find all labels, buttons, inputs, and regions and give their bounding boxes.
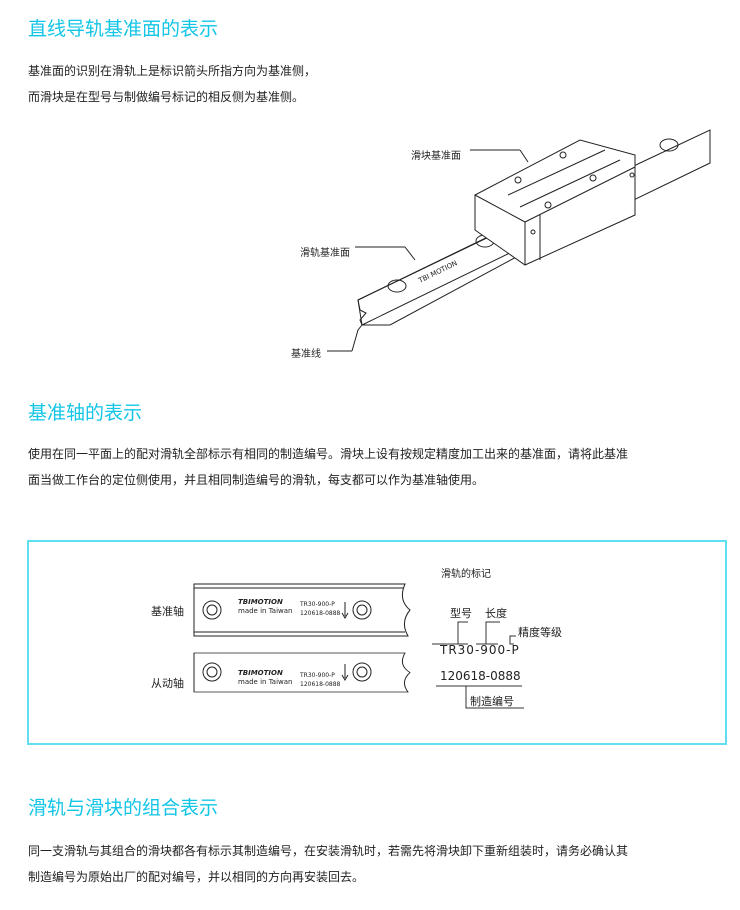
rail-top-views — [193, 583, 411, 693]
rail-code: TR30-900-P 120618-0888 — [300, 671, 340, 689]
linear-guide-illustration: TBI MOTION — [327, 129, 711, 352]
reference-line-label: 基准线 — [291, 349, 321, 360]
legend-leader-lines — [432, 621, 524, 709]
model-label: 型号 — [450, 607, 472, 620]
reference-rail — [193, 583, 411, 637]
text-line: 制造编号为原始出厂的配对编号，并以相同的方向再安装回去。 — [28, 870, 365, 884]
paragraph: 使用在同一平面上的配对滑轨全部标示有相同的制造编号。滑块上设有按规定精度加工出来… — [28, 441, 718, 493]
origin-text: made in Taiwan — [238, 607, 293, 615]
serial-text: 120618-0888 — [300, 681, 341, 688]
brand-text: TBIMOTION — [238, 598, 283, 606]
reference-axis-label: 基准轴 — [151, 605, 184, 618]
grade-label: 精度等级 — [518, 626, 562, 639]
origin-text: made in Taiwan — [238, 678, 293, 686]
rail-reference-label: 滑轨基准面 — [300, 248, 350, 259]
rail-marking: TBIMOTION made in Taiwan — [238, 598, 293, 616]
text-line: 而滑块是在型号与制做编号标记的相反侧为基准侧。 — [28, 90, 305, 104]
section-title-reference-surface: 直线导轨基准面的表示 — [28, 18, 219, 40]
paragraph: 基准面的识别在滑轨上是标识箭头所指方向为基准侧， 而滑块是在型号与制做编号标记的… — [28, 58, 718, 110]
model-code: TR30-900-P — [440, 643, 520, 657]
section-title-combination: 滑轨与滑块的组合表示 — [28, 797, 219, 819]
paragraph: 同一支滑轨与其组合的滑块都各有标示其制造编号，在安装滑轨时，若需先将滑块卸下重新… — [28, 838, 718, 890]
block-reference-label: 滑块基准面 — [411, 151, 461, 162]
section-title-reference-axis: 基准轴的表示 — [28, 402, 143, 424]
marking-legend-title: 滑轨的标记 — [441, 569, 491, 580]
length-label: 长度 — [485, 607, 507, 620]
driven-axis-label: 从动轴 — [151, 677, 184, 690]
text-line: 使用在同一平面上的配对滑轨全部标示有相同的制造编号。滑块上设有按规定精度加工出来… — [28, 447, 629, 461]
rail-code: TR30-900-P 120618-0888 — [300, 600, 340, 618]
rail-marking: TBIMOTION made in Taiwan — [238, 669, 293, 687]
text-line: 面当做工作台的定位侧使用，并且相同制造编号的滑轨，每支都可以作为基准轴使用。 — [28, 473, 485, 487]
brand-text: TBIMOTION — [238, 669, 283, 677]
serial-text: 120618-0888 — [300, 610, 341, 617]
driven-rail — [193, 652, 411, 693]
model-text: TR30-900-P — [300, 601, 335, 608]
rail-marking-figure — [27, 540, 727, 745]
serial-label: 制造编号 — [470, 695, 514, 708]
model-text: TR30-900-P — [300, 672, 335, 679]
text-line: 同一支滑轨与其组合的滑块都各有标示其制造编号，在安装滑轨时，若需先将滑块卸下重新… — [28, 844, 629, 858]
text-line: 基准面的识别在滑轨上是标识箭头所指方向为基准侧， — [28, 64, 317, 78]
serial-code: 120618-0888 — [440, 669, 521, 683]
